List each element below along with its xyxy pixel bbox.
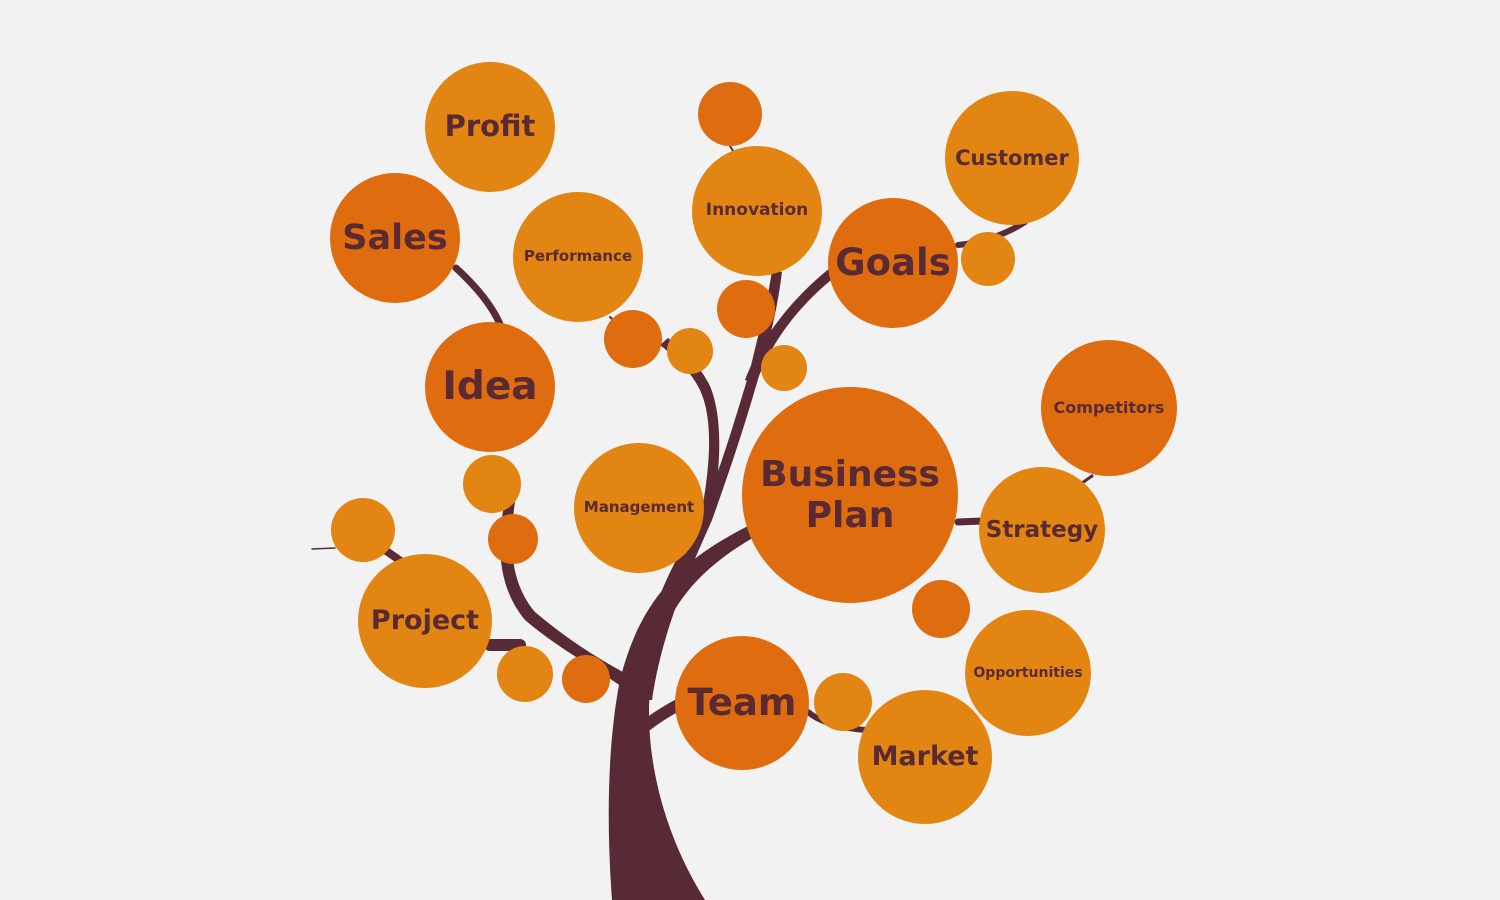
decorative-dot: [463, 455, 521, 513]
bubble-performance: Performance: [513, 192, 643, 322]
bubble-label: Project: [370, 605, 480, 637]
bubble-innovation: Innovation: [692, 146, 822, 276]
bubble-sales: Sales: [330, 173, 460, 303]
bubble-label: Innovation: [705, 200, 809, 221]
bubble-management: Management: [574, 443, 704, 573]
bubble-goals: Goals: [828, 198, 958, 328]
bubble-label: Profit: [444, 109, 536, 144]
decorative-dot: [497, 646, 553, 702]
bubble-label: Team: [687, 680, 797, 724]
decorative-dot: [331, 498, 395, 562]
decorative-dot: [604, 310, 662, 368]
bubble-label: Idea: [442, 363, 538, 409]
decorative-dot: [814, 673, 872, 731]
bubble-strategy: Strategy: [979, 467, 1105, 593]
bubble-label: Strategy: [985, 516, 1099, 543]
bubble-label: Customer: [955, 145, 1069, 170]
bubble-label: Goals: [835, 240, 951, 284]
bubble-label: Market: [871, 741, 979, 773]
decorative-dot: [961, 232, 1015, 286]
bubble-label: Performance: [523, 247, 633, 266]
bubble-label: Business Plan: [760, 453, 940, 536]
bubble-label: Management: [583, 498, 695, 517]
decorative-dot: [667, 328, 713, 374]
decorative-dot: [717, 280, 775, 338]
bubble-idea: Idea: [425, 322, 555, 452]
bubble-business-plan: Business Plan: [742, 387, 958, 603]
bubble-label: Competitors: [1053, 397, 1165, 417]
bubble-profit: Profit: [425, 62, 555, 192]
decorative-dot: [698, 82, 762, 146]
bubble-label: Sales: [342, 217, 448, 258]
bubble-competitors: Competitors: [1041, 340, 1177, 476]
decorative-dot: [912, 580, 970, 638]
bubble-project: Project: [358, 554, 492, 688]
decorative-dot: [562, 655, 610, 703]
decorative-dot: [488, 514, 538, 564]
decorative-dot: [761, 345, 807, 391]
bubble-team: Team: [675, 636, 809, 770]
bubble-customer: Customer: [945, 91, 1079, 225]
bubble-opportunities: Opportunities: [965, 610, 1091, 736]
bubble-label: Opportunities: [973, 664, 1083, 681]
bubble-market: Market: [858, 690, 992, 824]
